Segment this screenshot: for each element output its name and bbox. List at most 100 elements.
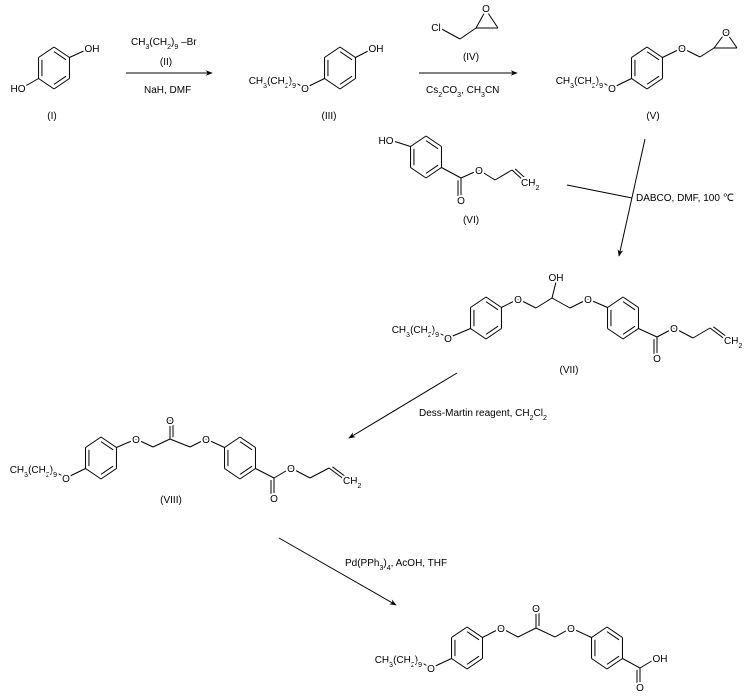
benzene-ring-bond (239, 468, 256, 480)
bond (551, 297, 571, 309)
double-bond (511, 169, 525, 182)
bond (692, 327, 711, 339)
bond-layer (21, 9, 738, 687)
bond (389, 139, 411, 147)
bond (116, 438, 137, 448)
aromatic-inner-bond (53, 51, 67, 61)
aromatic-inner-bond (53, 75, 67, 85)
aromatic-inner-bond (646, 75, 660, 85)
bond (494, 169, 513, 181)
alkyl-chain: CH3(CH2)9 (375, 655, 422, 669)
alkyl-chain: CH3(CH2)9 (249, 76, 296, 90)
bond (135, 438, 154, 448)
bond (459, 27, 477, 40)
bond (501, 298, 519, 308)
benzene-ring-bond (324, 46, 341, 58)
atom-o: O (722, 28, 730, 39)
atom-o: O (427, 664, 435, 675)
atom-ch2: CH2 (521, 178, 539, 192)
bond (437, 26, 461, 40)
atom-o: O (166, 416, 174, 427)
atom-o: O (567, 624, 575, 635)
benzene-ring-bond (470, 296, 487, 308)
benzene-ring-bond (466, 626, 483, 638)
atom-o: O (532, 604, 540, 615)
aromatic-inner-bond (606, 631, 620, 641)
bond (569, 298, 589, 309)
bond (355, 48, 373, 58)
benzene-ring-bond (224, 468, 241, 480)
atom-o: O (475, 166, 483, 177)
benzene-ring-bond (485, 328, 502, 340)
aromatic-inner-bond (622, 301, 636, 311)
atom-o: O (287, 464, 295, 475)
compound-label-vii: (VII) (560, 365, 579, 376)
bond (554, 627, 572, 638)
alkyl-chain: CH3(CH2)9 (10, 465, 57, 479)
bond (478, 169, 496, 181)
compound-label-ii: (II) (160, 57, 172, 68)
benzene-ring-bond (100, 436, 117, 448)
reagent-step5: Pd(PPh3)4, AcOH, THF (345, 558, 447, 572)
bond (713, 31, 727, 49)
bond (699, 47, 715, 58)
double-bond (514, 168, 526, 179)
aromatic-inner-bond (622, 325, 636, 335)
alkyl-chain: CH3(CH2)9 (392, 325, 439, 339)
bond (517, 298, 537, 309)
atom-o: O (62, 474, 70, 485)
bond (475, 9, 487, 29)
bond (535, 627, 556, 638)
reaction-arrow-step4 (348, 372, 458, 439)
benzene-ring-bond (646, 46, 663, 58)
benzene-ring-bond (607, 328, 624, 340)
aromatic-inner-bond (425, 140, 439, 150)
reagent-step2-bottom: Cs2CO3, CH3CN (426, 85, 499, 99)
compound-label-viii: (VIII) (160, 495, 182, 506)
bond (638, 328, 658, 338)
atom-o: O (584, 295, 592, 306)
aromatic-inner-bond (485, 325, 499, 335)
aromatic-inner-bond (339, 75, 353, 85)
atom-o: O (514, 295, 522, 306)
compound-label-i: (I) (47, 111, 56, 122)
atom-o: O (670, 324, 678, 335)
benzene-ring-bond (606, 626, 623, 638)
aromatic-inner-bond (100, 465, 114, 475)
atom-label-layer: OH HO OH O CH3(CH2)9 Cl O O O O CH3(CH2)… (8, 2, 745, 696)
bond (69, 48, 89, 58)
bond (152, 438, 171, 448)
benzene-ring-bond (339, 78, 356, 90)
atom-o: O (497, 624, 505, 635)
bond (551, 281, 557, 299)
atom-cl: Cl (431, 23, 440, 34)
benzene-ring-bond (38, 46, 55, 58)
benzene-ring-bond (85, 436, 102, 448)
atom-ho: HO (379, 136, 394, 147)
bond (485, 9, 499, 29)
aromatic-inner-bond (466, 631, 480, 641)
atom-oh: OH (549, 273, 564, 284)
benzene-ring-bond (425, 167, 442, 179)
bond (460, 169, 480, 179)
atom-o: O (678, 44, 686, 55)
bond (290, 467, 311, 479)
atom-o: O (132, 435, 140, 446)
benzene-ring-bond (470, 328, 487, 340)
bond (189, 438, 207, 448)
benzene-ring-bond (631, 78, 648, 90)
bond (51, 469, 67, 479)
bond (673, 327, 694, 339)
benzene-ring-bond (53, 78, 70, 90)
atom-oh: OH (653, 654, 668, 665)
aromatic-inner-bond (425, 164, 439, 174)
benzene-ring-bond (451, 626, 468, 638)
atom-o: O (636, 683, 644, 694)
benzene-ring-bond (631, 46, 648, 58)
reagent-join-line (566, 184, 633, 199)
bond (433, 329, 449, 339)
benzene-ring-bond (466, 658, 483, 670)
aromatic-inner-bond (100, 441, 114, 451)
compound-label-iii: (III) (322, 111, 337, 122)
atom-oh: OH (369, 44, 384, 55)
